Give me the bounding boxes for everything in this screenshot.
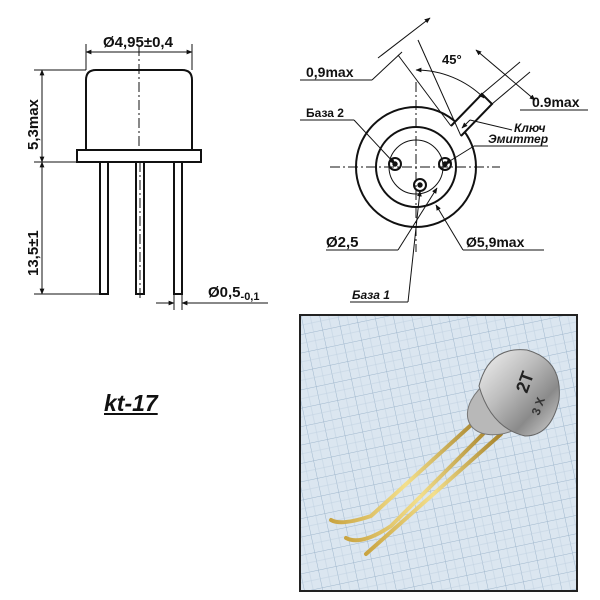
emitter-label: Эмиттер — [488, 132, 548, 146]
side-view — [34, 44, 268, 310]
lead-left — [99, 161, 109, 295]
base2-label: База 2 — [306, 106, 344, 120]
side-lead-length-label: 13,5±1 — [25, 230, 42, 276]
key-tab — [450, 92, 494, 137]
photo-leads — [329, 414, 503, 556]
flange-diameter-label: Ø5,9max — [466, 234, 525, 250]
cap-circle — [375, 126, 457, 208]
photo-svg: 2T 3 X — [301, 316, 576, 590]
transistor-photo: 2T 3 X — [299, 314, 578, 592]
tab-width-right-label: 0.9max — [532, 94, 580, 110]
key-label: Ключ — [514, 121, 545, 135]
pitch-diameter-label: Ø2,5 — [326, 234, 359, 251]
tab-angle-label: 45° — [442, 52, 462, 67]
package-name: kt-17 — [104, 390, 158, 416]
photo-cap — [478, 349, 560, 437]
flange — [76, 149, 202, 163]
tab-width-left-label: 0,9max — [306, 64, 354, 80]
base1-label: База 1 — [352, 288, 390, 302]
top-view — [300, 17, 588, 303]
side-lead-diameter-label: Ø0,5-0,1 — [208, 284, 260, 303]
side-diameter-label: Ø4,95±0,4 — [103, 34, 174, 51]
photo-marking-2: 3 X — [529, 395, 548, 417]
lead-right — [173, 161, 183, 295]
side-height-label: 5,3max — [25, 98, 42, 150]
